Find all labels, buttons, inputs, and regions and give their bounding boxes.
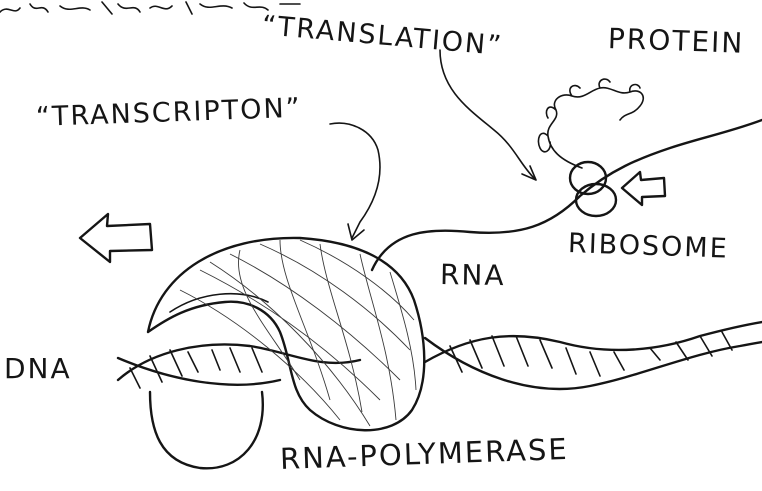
translation-pointer — [440, 50, 534, 178]
transcription-pointer-head — [348, 224, 364, 240]
rna-polymerase — [148, 238, 424, 430]
ribosome-arrow — [622, 172, 665, 205]
transcription-pointer — [330, 123, 380, 238]
protein-chain — [538, 79, 643, 168]
protein-label: PROTEIN — [607, 22, 744, 60]
dna-loop — [150, 392, 263, 468]
ribosome-label: RIBOSOME — [567, 228, 729, 265]
rna-label: RNA — [440, 258, 506, 292]
direction-arrow — [80, 214, 152, 262]
ribosome — [570, 162, 616, 216]
dna-helix — [118, 322, 762, 389]
top-edge-scribbles — [0, 2, 300, 14]
dna-label: DNA — [4, 352, 72, 385]
